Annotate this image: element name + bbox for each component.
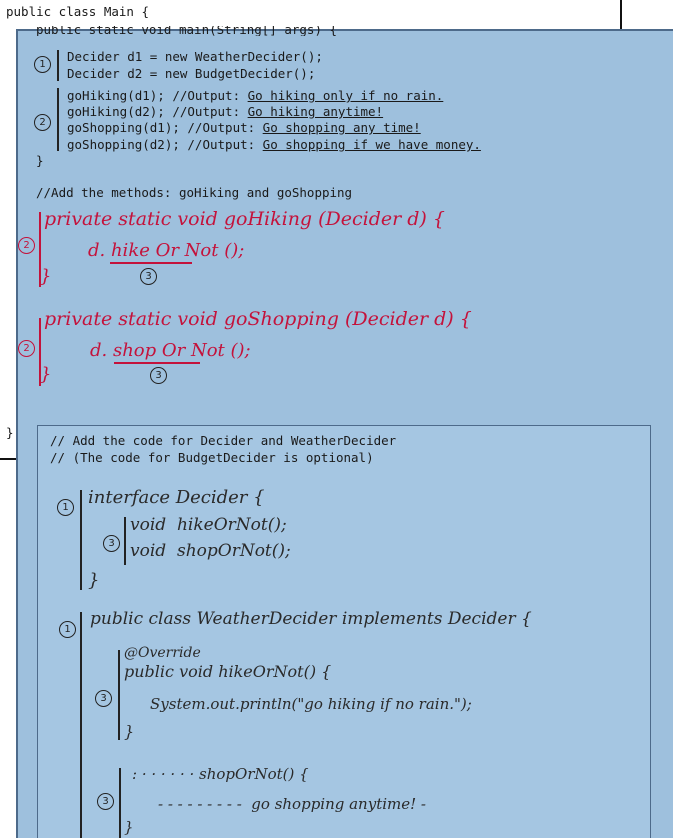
mark-circle-2: 2: [18, 237, 35, 254]
mark-circle-3: 3: [95, 690, 112, 707]
add-methods-comment: //Add the methods: goHiking and goShoppi…: [36, 185, 353, 200]
shopornot-close: }: [124, 818, 134, 836]
mark-circle-3: 3: [150, 367, 167, 384]
shopornot-body: - - - - - - - - - go shopping anytime! -: [158, 795, 426, 813]
gohiking-close: }: [40, 266, 52, 287]
call-line: goShopping(d1); //Output: Go shopping an…: [67, 120, 421, 135]
call-line: goHiking(d1); //Output: Go hiking only i…: [67, 88, 444, 103]
bracket-bar: [57, 50, 59, 81]
interface-close: }: [88, 570, 100, 591]
mark-circle-2: 2: [18, 340, 35, 357]
hikeornot-body: System.out.println("go hiking if no rain…: [150, 695, 472, 713]
bracket-bar: [39, 212, 41, 287]
bracket-bar: [119, 768, 121, 838]
call-line: goShopping(d2); //Output: Go shopping if…: [67, 137, 481, 152]
hikeornot-close: }: [124, 722, 135, 741]
mark-circle-3: 3: [103, 535, 120, 552]
interface-method-hike: void hikeOrNot();: [130, 515, 287, 535]
main-signature: public static void main(String[] args) {: [36, 26, 338, 36]
main-close-brace: }: [36, 153, 44, 168]
bracket-bar: [118, 650, 120, 740]
shopornot-signature: : · · · · · · shopOrNot() {: [132, 765, 309, 783]
class-closing-brace: }: [6, 425, 14, 440]
weatherdecider-header: public class WeatherDecider implements D…: [90, 609, 532, 629]
bracket-bar: [80, 490, 82, 590]
bracket-bar: [57, 88, 59, 151]
bracket-bar: [80, 612, 82, 838]
goshopping-close: }: [40, 364, 52, 385]
gohiking-signature: private static void goHiking (Decider d)…: [44, 208, 445, 230]
instruction-comment-1: // Add the code for Decider and WeatherD…: [50, 433, 397, 448]
mark-circle-1: 1: [34, 56, 51, 73]
gohiking-body: d. hike Or Not ();: [88, 240, 245, 261]
bracket-bar: [124, 517, 126, 565]
call-line: goHiking(d2); //Output: Go hiking anytim…: [67, 104, 384, 119]
mark-circle-3: 3: [97, 793, 114, 810]
underline-mark: [110, 262, 192, 264]
bracket-bar: [39, 318, 41, 386]
interface-header: interface Decider {: [88, 487, 265, 508]
goshopping-body: d. shop Or Not ();: [90, 340, 251, 361]
override-annotation: @Override: [124, 645, 201, 661]
decl-line-1: Decider d1 = new WeatherDecider();: [67, 49, 323, 64]
mark-circle-1: 1: [57, 499, 74, 516]
mark-circle-2: 2: [34, 114, 51, 131]
underline-mark: [114, 362, 200, 364]
goshopping-signature: private static void goShopping (Decider …: [44, 308, 472, 330]
interface-method-shop: void shopOrNot();: [130, 541, 291, 561]
hikeornot-signature: public void hikeOrNot() {: [124, 662, 332, 681]
mark-circle-1: 1: [59, 621, 76, 638]
decl-line-2: Decider d2 = new BudgetDecider();: [67, 66, 316, 81]
lower-panel: [37, 425, 651, 838]
class-header: public class Main {: [6, 4, 149, 19]
mark-circle-3: 3: [140, 268, 157, 285]
instruction-comment-2: // (The code for BudgetDecider is option…: [50, 450, 374, 465]
